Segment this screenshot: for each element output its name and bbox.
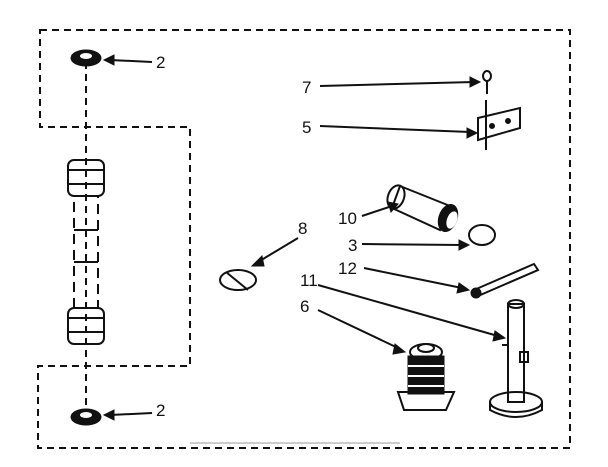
cylinder-icon [386, 184, 459, 233]
arrow-nut [392, 343, 407, 355]
callout-pin: 12 [338, 259, 357, 278]
arrow-pin [456, 282, 471, 294]
arrow-clip [250, 254, 265, 267]
callout-cylinder: 10 [338, 209, 357, 228]
leader-washer-bottom [109, 412, 153, 416]
callout-nut: 6 [300, 297, 309, 316]
callout-oring: 3 [348, 236, 357, 255]
arrow-rivet [469, 76, 482, 88]
pin-icon [470, 262, 540, 299]
bracket-icon [477, 100, 521, 150]
leader-bracket [319, 125, 471, 133]
arrow-washer-top [102, 54, 115, 66]
callout-washer-bottom: 2 [156, 401, 165, 420]
arrow-washer-bottom [102, 409, 115, 421]
washer-bottom-icon [70, 408, 102, 426]
arrow-cylinder [387, 201, 399, 214]
leader-pin [363, 267, 463, 289]
leader-cylinder [361, 205, 393, 217]
arrow-bracket [466, 127, 479, 139]
arrow-oring [458, 239, 471, 251]
oring-icon [468, 224, 496, 246]
arrow-pivot-post [492, 330, 507, 342]
leader-oring [361, 243, 463, 246]
leader-nut [317, 309, 399, 349]
coupling-assembly-icon [67, 159, 105, 345]
washer-top-icon [70, 49, 102, 67]
callout-pivot-post: 11 [300, 271, 318, 290]
nut-icon [396, 343, 456, 411]
callout-bracket: 5 [302, 118, 311, 137]
leader-washer-top [109, 59, 153, 63]
clip-icon [219, 269, 257, 291]
leader-rivet [319, 81, 475, 87]
callout-clip: 8 [298, 219, 307, 238]
callout-rivet: 7 [302, 78, 311, 97]
group-outline [37, 29, 571, 449]
pivot-post-icon [489, 299, 543, 418]
callout-washer-top: 2 [156, 53, 165, 72]
leader-clip [257, 237, 299, 263]
leader-pivot-post [317, 284, 499, 337]
rivet-icon [482, 70, 492, 94]
